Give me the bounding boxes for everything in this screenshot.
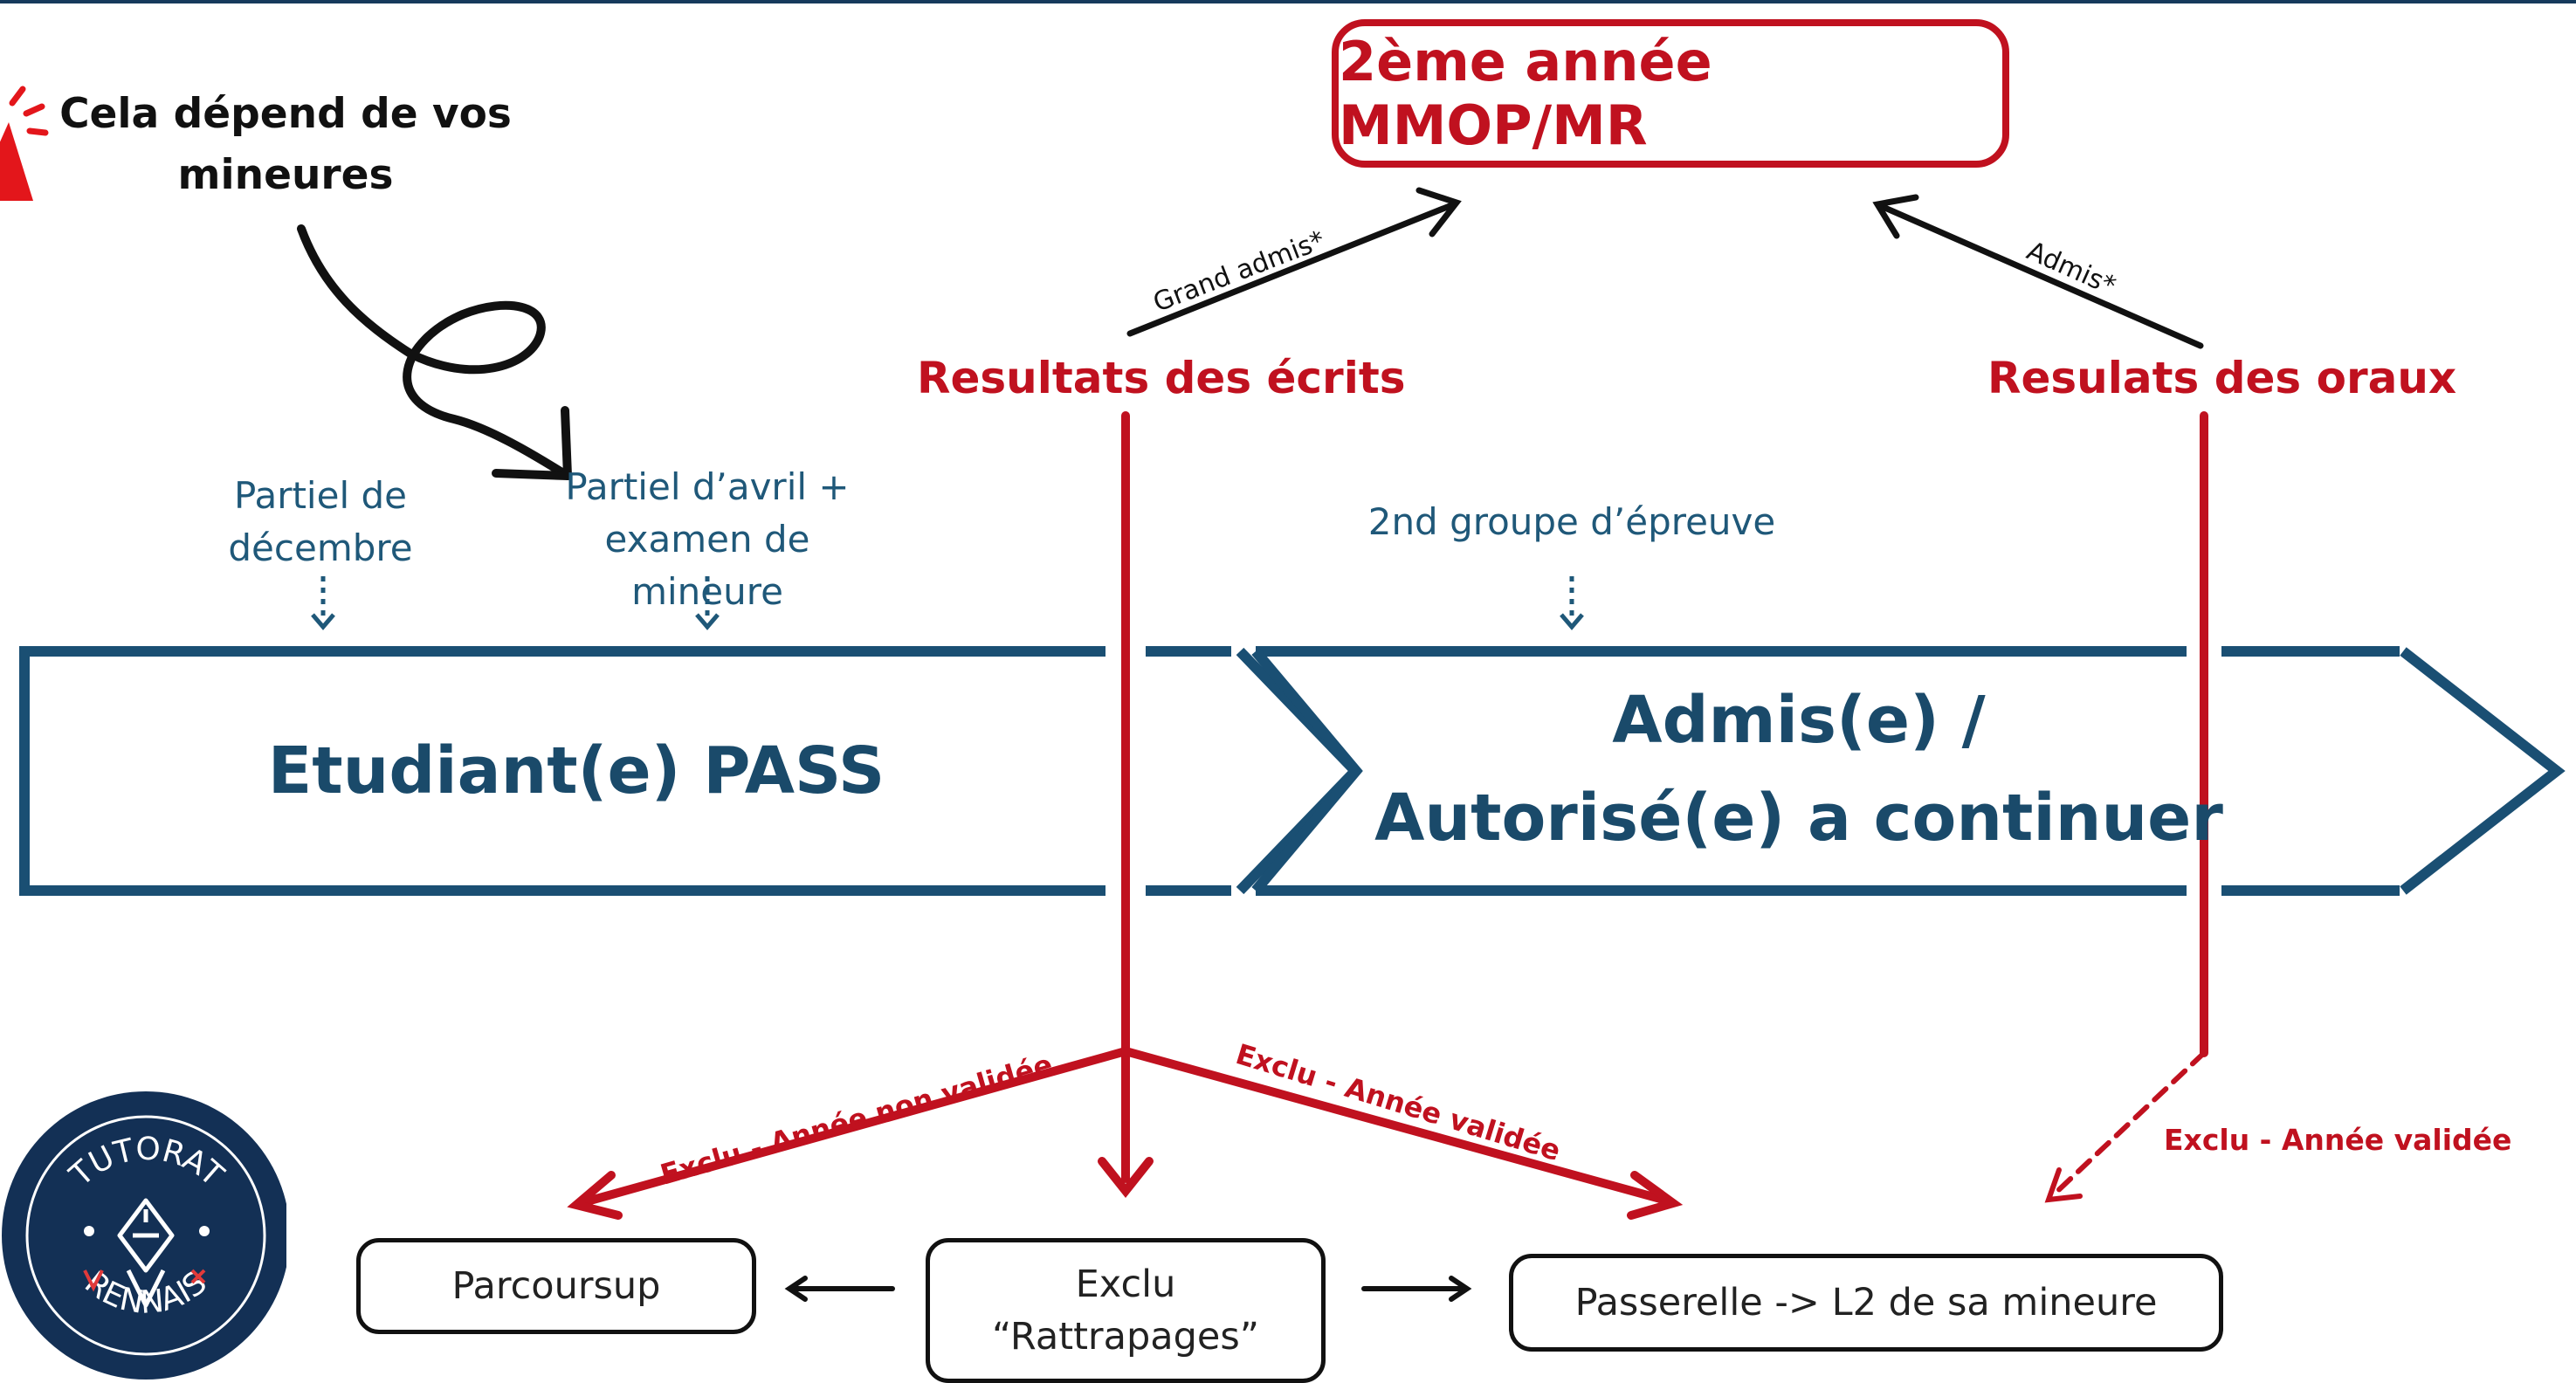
label-exclu-validee-oraux: Exclu - Année validée	[2164, 1123, 2512, 1157]
exam-partiel-decembre: Partiel de décembre	[228, 474, 413, 569]
stage-pass-label: Etudiant(e) PASS	[267, 733, 885, 808]
red-line-ecrits	[567, 411, 1684, 1220]
arrow-admis	[1872, 194, 2204, 349]
outcome-exclu-line2: “Rattrapages”	[991, 1315, 1260, 1359]
top-border	[0, 0, 2576, 3]
alert-icon	[0, 86, 49, 201]
outcome-exclu-rattrapages: Exclu “Rattrapages”	[926, 1238, 1326, 1383]
results-oraux: Resulats des oraux	[1987, 353, 2457, 403]
exam-partiel-avril: Partiel d’avril + examen de mineure	[565, 465, 850, 613]
results-ecrits: Resultats des écrits	[917, 353, 1406, 403]
arrow-to-parcoursup	[784, 1276, 895, 1302]
exam-second-groupe: 2nd groupe d’épreuve	[1367, 500, 1776, 543]
arrow-to-passerelle	[1361, 1276, 1472, 1302]
tutorat-rennais-logo: TUTORAT RENNAIS	[2, 1091, 286, 1380]
second-year-box: 2ème année MMOP/MR	[1332, 19, 2009, 168]
curly-arrow-icon	[297, 224, 572, 480]
outcome-parcoursup-label: Parcoursup	[451, 1264, 661, 1308]
red-line-oraux	[2044, 411, 2208, 1203]
outcome-parcoursup: Parcoursup	[356, 1238, 756, 1334]
stage-admis-line1: Admis(e) /	[1612, 683, 1986, 758]
note-text: Cela dépend de vos mineures	[59, 90, 512, 199]
dotted-down-arrow-icon	[311, 576, 1584, 630]
arrow-grand-admis	[1126, 187, 1462, 337]
outcome-exclu-line1: Exclu	[1075, 1263, 1176, 1306]
outcome-passerelle-label: Passerelle -> L2 de sa mineure	[1574, 1281, 2158, 1325]
stage-admis-line2: Autorisé(e) a continuer	[1374, 781, 2223, 856]
outcome-passerelle: Passerelle -> L2 de sa mineure	[1509, 1254, 2223, 1352]
